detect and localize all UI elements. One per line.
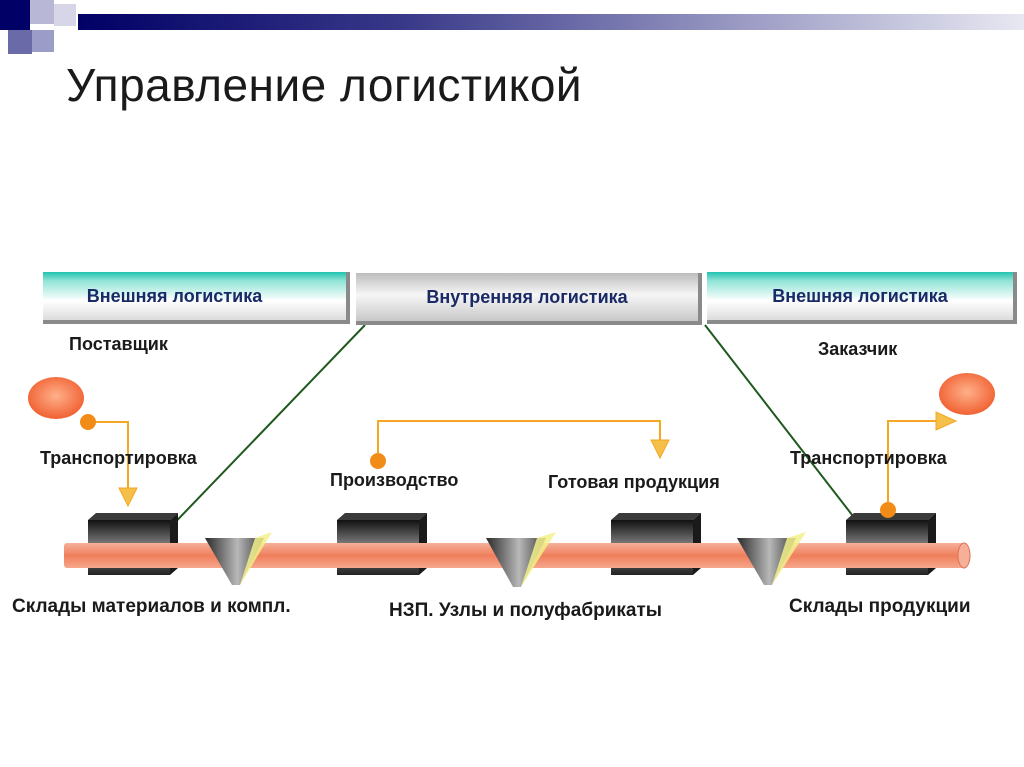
corner-square-small [32,30,54,52]
slide-title: Управление логистикой [66,59,583,111]
header-external-logistics-left: Внешняя логистика [43,272,350,324]
corner-square-mid [8,30,32,54]
header-external-logistics-right: Внешняя логистика [707,272,1017,324]
production-label: Производство [330,470,459,490]
header-right-label: Внешняя логистика [772,285,948,306]
materials-warehouse-label: Склады материалов и компл. [12,596,291,617]
customer-node [939,373,995,415]
connector-line-right [704,324,857,521]
corner-square-light [30,0,54,24]
header-center-label: Внутренняя логистика [426,286,628,307]
storage-funnel-1 [205,532,272,585]
transport-arrow-right [880,411,958,518]
storage-funnel-3 [737,532,806,585]
storage-funnel-2 [486,532,556,587]
connector-line-left [161,324,366,537]
production-arrow [370,420,670,469]
title-bar-gradient [78,14,1024,30]
transport-arrow-left [80,414,138,508]
supplier-node [28,377,84,419]
corner-square-pale [54,4,76,26]
supplier-label: Поставщик [69,334,168,354]
customer-label: Заказчик [818,339,898,359]
wip-label: НЗП. Узлы и полуфабрикаты [389,600,663,621]
header-internal-logistics: Внутренняя логистика [356,273,702,325]
transport-label-left: Транспортировка [40,448,197,468]
header-left-label: Внешняя логистика [86,285,263,306]
products-warehouse-label: Склады продукции [789,596,971,617]
corner-square-dark [0,0,30,30]
transport-label-right: Транспортировка [790,448,947,468]
conveyor-pipe-end [957,542,971,569]
finished-goods-label: Готовая продукция [548,472,720,492]
